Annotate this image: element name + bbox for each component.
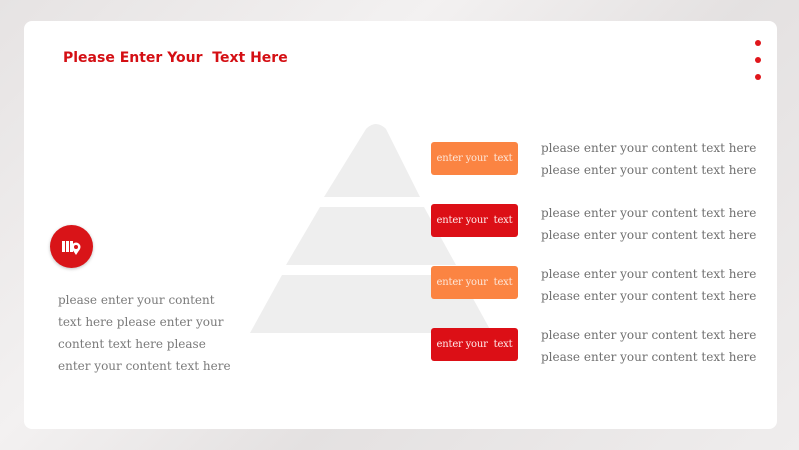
level-description-line: please enter your content text here (541, 163, 757, 177)
level-label-2: enter your text (431, 204, 518, 237)
more-options-icon[interactable] (755, 40, 761, 91)
level-description-line: please enter your content text here (541, 350, 757, 364)
dot (755, 57, 761, 63)
location-pin-map-icon (62, 241, 81, 255)
level-description-1: please enter your content text here pleas… (541, 137, 761, 181)
level-description-line: please enter your content text here (541, 267, 757, 281)
level-description-line: please enter your content text here (541, 228, 757, 242)
dot (755, 40, 761, 46)
level-description-line: please enter your content text here (541, 206, 757, 220)
level-label-4: enter your text (431, 328, 518, 361)
level-description-line: please enter your content text here (541, 141, 757, 155)
pyramid-tier-2 (286, 207, 456, 265)
level-description-line: please enter your content text here (541, 328, 757, 342)
level-label-3: enter your text (431, 266, 518, 299)
dot (755, 74, 761, 80)
location-badge (50, 225, 93, 268)
level-description-line: please enter your content text here (541, 289, 757, 303)
level-label-1: enter your text (431, 142, 518, 175)
slide-card: Please Enter Your Text Here please enter… (24, 21, 777, 429)
level-description-2: please enter your content text here pleas… (541, 202, 761, 246)
level-description-3: please enter your content text here pleas… (541, 263, 761, 307)
slide-title: Please Enter Your Text Here (63, 50, 288, 66)
left-description: please enter your content text here plea… (58, 293, 231, 373)
level-description-4: please enter your content text here pleas… (541, 324, 761, 368)
pyramid-tier-1 (324, 124, 420, 197)
